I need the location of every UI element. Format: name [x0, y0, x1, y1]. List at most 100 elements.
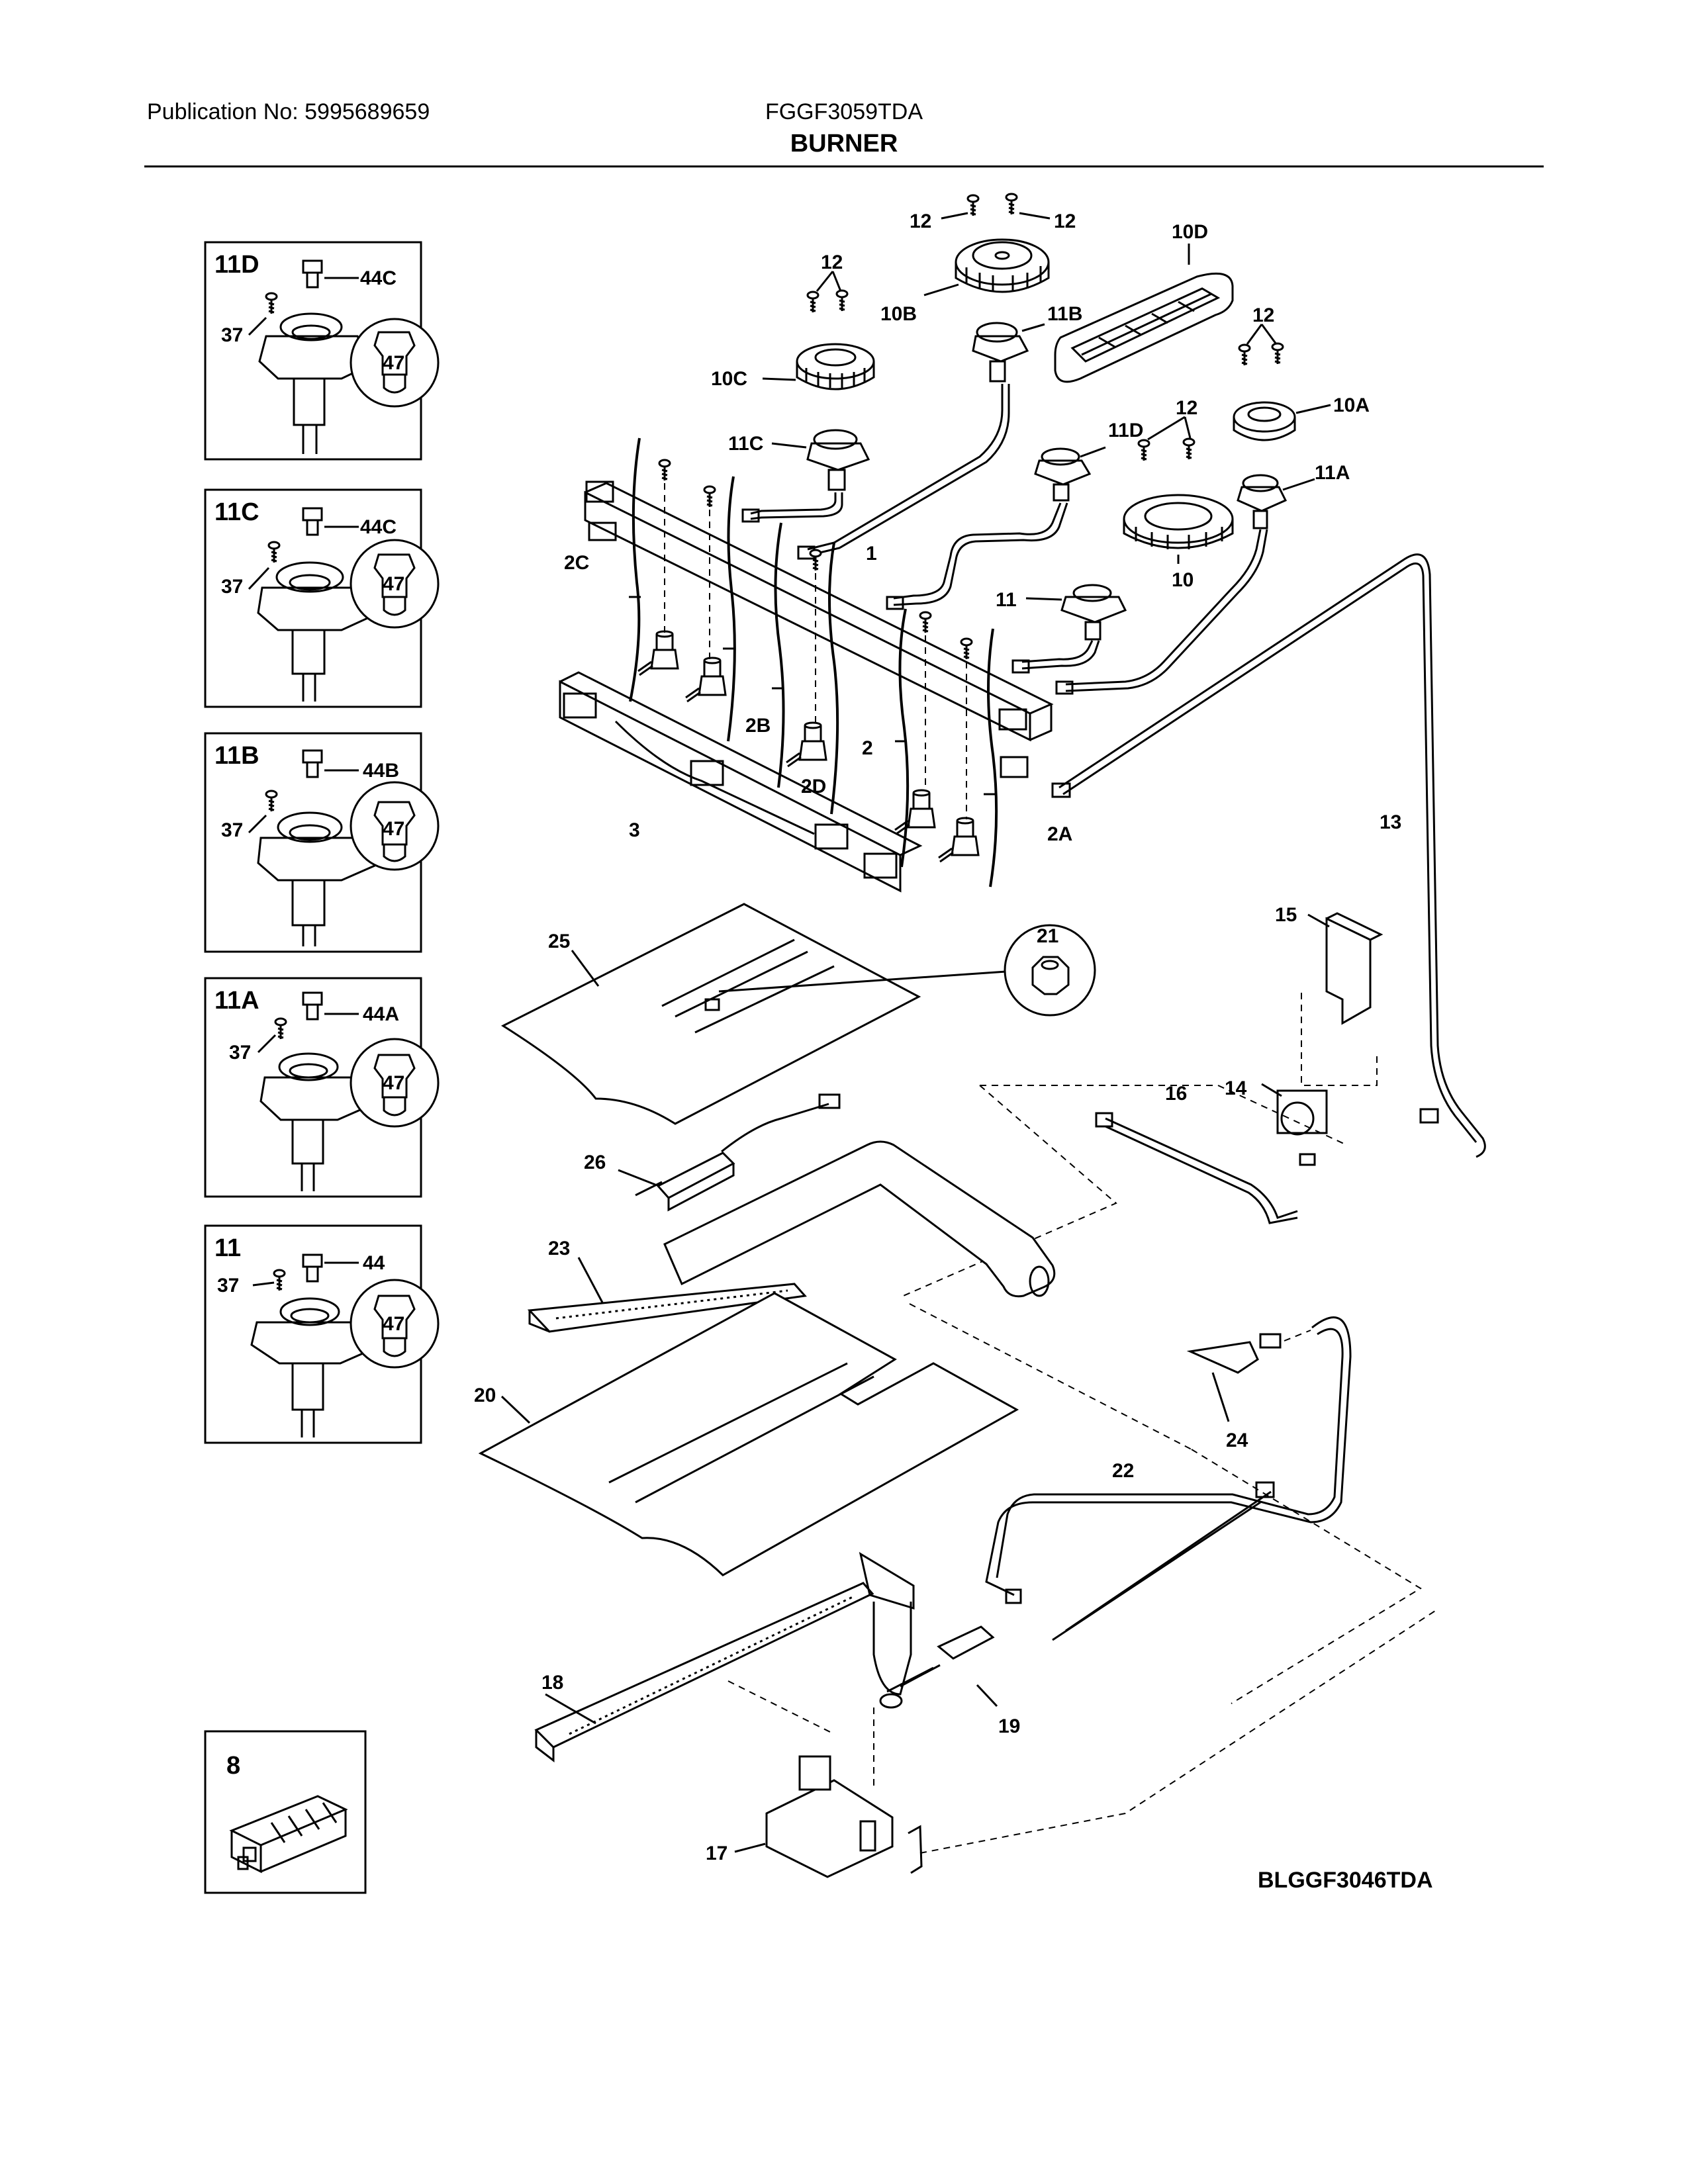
valve-2A-icon	[937, 817, 980, 863]
header-rule	[144, 165, 1544, 167]
callout-11A: 11A	[1315, 462, 1350, 484]
valve-2-icon	[894, 789, 936, 835]
screw-37-icon	[265, 790, 278, 813]
inset-11C-cap-label: 44C	[360, 516, 397, 538]
inset-11B: 11B 44B 37 47	[204, 732, 440, 953]
tube-16	[1105, 1117, 1298, 1219]
screw-12-icon	[1005, 193, 1018, 216]
callout-20: 20	[474, 1385, 496, 1406]
burner-head-icon	[258, 312, 374, 454]
screw-12-icon	[966, 194, 980, 217]
inset-11D-screw-label: 37	[221, 324, 243, 346]
screw-12-icon	[1271, 342, 1284, 365]
inset-11C: 11C 44C 37 47	[204, 488, 440, 708]
callout-10A: 10A	[1333, 394, 1370, 416]
oven-orifice-24	[1186, 1333, 1282, 1422]
screw-12-icon	[806, 291, 820, 314]
inset-11D-orifice-label: 47	[383, 352, 404, 374]
publication-number: Publication No: 5995689659	[147, 99, 430, 124]
callout-17: 17	[706, 1843, 727, 1864]
orifice-47-icon	[373, 801, 416, 862]
inset-11C-label: 11C	[214, 498, 259, 526]
cap-44A-icon	[302, 991, 323, 1021]
inset-11B-orifice-label: 47	[383, 818, 404, 840]
screw-37-icon	[273, 1269, 286, 1292]
screw-icon	[809, 549, 822, 572]
burner-supply-tubes	[741, 384, 1268, 695]
callout-19: 19	[998, 1715, 1020, 1737]
screw-12-icon	[835, 289, 849, 312]
pressure-regulator-14	[1276, 1089, 1328, 1166]
inset-11A-screw-label: 37	[229, 1042, 251, 1064]
cap-44C-icon	[302, 259, 323, 289]
bracket-15	[1325, 912, 1383, 1025]
griddle-10D	[1054, 272, 1234, 383]
callout-3: 3	[629, 819, 640, 841]
inset-11B-screw-label: 37	[221, 819, 243, 841]
burner-cap-10B	[955, 238, 1050, 293]
inset-11A-label: 11A	[214, 987, 259, 1015]
burner-cap-10	[1123, 494, 1234, 549]
inset-11A-cap-label: 44A	[363, 1003, 399, 1025]
oven-pipe-22	[985, 1316, 1352, 1596]
bake-burner-18	[534, 1551, 915, 1763]
callout-24: 24	[1226, 1430, 1248, 1451]
callout-2C: 2C	[564, 552, 589, 574]
callout-12: 12	[1054, 210, 1076, 232]
burner-head-11B	[972, 322, 1029, 383]
inset-11-cap-label: 44	[363, 1252, 385, 1274]
callout-14: 14	[1225, 1077, 1247, 1099]
callout-22: 22	[1112, 1460, 1134, 1482]
callout-11B: 11B	[1047, 303, 1082, 325]
section-title: BURNER	[790, 130, 898, 158]
inset-11D: 11D 44C 37 47	[204, 241, 440, 461]
callout-10B: 10B	[880, 303, 917, 325]
inset-11D-label: 11D	[214, 251, 259, 279]
inset-8-label: 8	[226, 1752, 240, 1780]
callout-1: 1	[866, 543, 877, 565]
inset-11C-orifice-label: 47	[383, 573, 404, 595]
orifice-47-icon	[373, 553, 416, 616]
inset-11B-label: 11B	[214, 742, 259, 770]
inset-11-screw-label: 37	[217, 1275, 239, 1297]
callout-11C: 11C	[728, 433, 763, 455]
callout-12: 12	[910, 210, 931, 232]
inset-8: 8	[204, 1730, 367, 1894]
callout-18: 18	[541, 1672, 563, 1694]
orifice-47-icon	[373, 331, 416, 394]
callout-25: 25	[548, 931, 570, 952]
inset-11B-cap-label: 44B	[363, 760, 399, 782]
callout-23: 23	[548, 1238, 570, 1259]
broil-burner-tube	[663, 1140, 1056, 1298]
screw-icon	[960, 637, 973, 660]
burner-head-11D	[1034, 447, 1092, 502]
burner-caps-and-heads	[762, 193, 1331, 641]
burner-cap-10C	[796, 343, 875, 390]
orifice-47-icon	[373, 1295, 416, 1357]
callout-21: 21	[1037, 925, 1058, 947]
inset-11A-orifice-label: 47	[383, 1072, 404, 1094]
cap-44C-icon	[302, 507, 323, 536]
callout-12: 12	[1176, 397, 1197, 419]
igniter-26	[635, 1093, 841, 1212]
valve-2B-icon	[684, 657, 727, 703]
inset-11A: 11A 44A 37 47	[204, 977, 440, 1198]
orifice-47-icon	[373, 1054, 416, 1116]
screw-icon	[658, 459, 671, 482]
callout-10: 10	[1172, 569, 1194, 591]
burner-shield-20	[478, 1292, 1019, 1576]
manifold-assembly	[559, 437, 1054, 893]
screw-37-icon	[265, 292, 278, 315]
callout-2D: 2D	[801, 776, 826, 797]
callout-16: 16	[1165, 1083, 1187, 1105]
callout-11: 11	[996, 589, 1017, 611]
burner-head-11C	[806, 429, 870, 491]
callout-15: 15	[1275, 904, 1297, 926]
inset-11: 11 44 37 47	[204, 1224, 440, 1444]
manifold-pipe-13	[1051, 553, 1486, 1158]
inset-11-label: 11	[214, 1234, 241, 1262]
screw-37-icon	[267, 541, 281, 564]
callout-2: 2	[862, 737, 873, 759]
safety-valve-17	[765, 1755, 923, 1878]
